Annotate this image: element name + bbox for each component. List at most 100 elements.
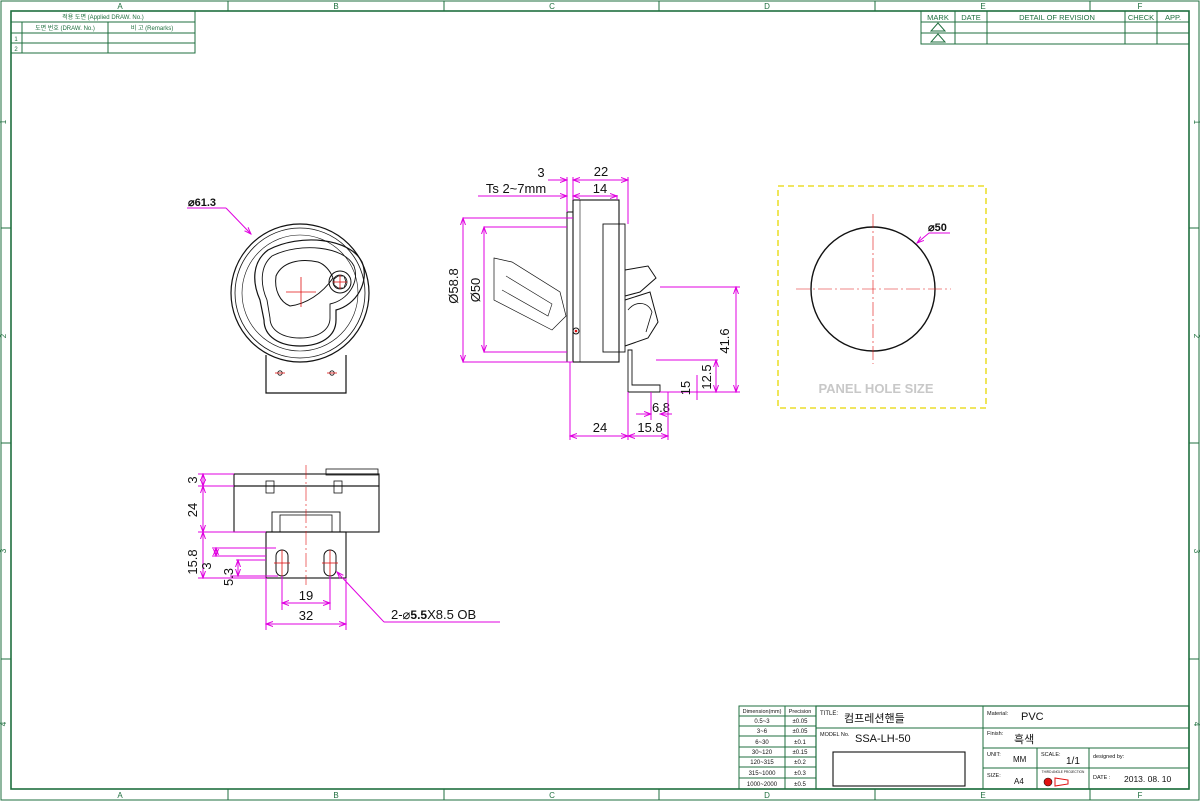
size-value: A4 [1014,777,1024,786]
front-view-diameter: ⌀61.3 [188,197,216,209]
bottom-dim-3: 3 [185,476,200,483]
tolerance-range: 120~315 [750,760,774,766]
side-dim-14: 14 [593,181,607,196]
bottom-dim-32: 32 [299,608,313,623]
designed-label: designed by: [1093,754,1125,760]
bottom-dim-3b: 3 [199,562,214,569]
col-label-bottom: D [764,791,770,800]
applied-table-row-number: 2 [14,47,18,53]
col-label-top: C [549,2,555,11]
projection-label: THIRD ANGLE PROJECTION [1042,770,1085,774]
row-label-right: 4 [1192,722,1200,727]
tolerance-value: ±0.1 [794,740,806,746]
bottom-dim-5-3: 5.3 [221,568,236,586]
revision-col-app: APP. [1165,13,1181,22]
side-dim-6-8: 6.8 [652,400,670,415]
row-label-left: 1 [0,119,8,124]
unit-value: MM [1013,755,1027,764]
title-block: TITLE: 컴프레션핸들 MODEL No. SSA-LH-50 Materi… [815,705,1190,790]
side-dim-24: 24 [593,420,607,435]
side-dim-ts-range: Ts 2~7mm [486,181,546,196]
title-label: TITLE: [820,711,838,717]
tolerance-value: ±0.05 [793,729,809,735]
revision-col-mark: MARK [927,13,949,22]
tolerance-value: ±0.05 [793,719,809,725]
panel-hole-view: ⌀50 PANEL HOLE SIZE [777,185,987,409]
side-dim-3: 3 [537,165,544,180]
unit-label: UNIT: [987,752,1001,758]
col-label-top: D [764,2,770,11]
tolerance-range: 0.5~3 [754,719,770,725]
side-dim-22: 22 [594,164,608,179]
col-label-top: A [117,2,123,11]
applied-table-col-remarks: 비 고 (Remarks) [131,24,173,32]
tolerance-value: ±0.15 [793,750,809,756]
size-label: SIZE: [987,773,1001,779]
col-label-bottom: C [549,791,555,800]
panel-hole-caption: PANEL HOLE SIZE [818,381,933,396]
material-label: Material: [987,711,1009,717]
bottom-hole-note: 2-⌀5.5X8.5 OB [391,607,476,622]
model-label: MODEL No. [820,732,850,738]
side-dim-58-8: Ø58.8 [446,268,461,303]
revision-table: MARK DATE DETAIL OF REVISION CHECK APP. [920,10,1190,45]
row-label-left: 4 [0,721,8,726]
side-dim-12-5: 12.5 [699,364,714,389]
tolerance-value: ±0.2 [794,760,806,766]
side-dim-15: 15 [678,381,693,395]
row-label-left: 3 [0,548,8,553]
revision-col-detail: DETAIL OF REVISION [1019,13,1095,22]
tolerance-range: 315~1000 [749,771,777,777]
side-dim-41-6: 41.6 [717,328,732,353]
bottom-dim-19: 19 [299,588,313,603]
tolerance-header-dimension: Dimension(mm) [743,709,782,715]
col-label-bottom: A [117,791,123,800]
row-label-right: 3 [1192,549,1200,554]
applied-table-col-drawing: 도면 번호 (DRAW. No.) [35,24,95,32]
tolerance-range: 6~30 [755,740,769,746]
applied-drawing-table: 적용 도면 (Applied DRAW. No.) 도면 번호 (DRAW. N… [10,10,196,54]
revision-col-check: CHECK [1128,13,1154,22]
third-angle-projection-icon [1043,777,1069,787]
scale-value: 1/1 [1066,756,1080,767]
bottom-view: 3 24 15.8 3 5.3 19 32 2-⌀5.5X8.5 OB [185,465,500,630]
bottom-dim-24: 24 [185,503,200,517]
title-block-blank-box [832,751,966,787]
model-value: SSA-LH-50 [855,733,911,745]
tolerance-table: Dimension(mm) Precision 0.5~3 ±0.05 3~6 … [738,705,817,790]
panel-hole-diameter: ⌀50 [928,222,947,234]
tolerance-header-precision: Precision [789,709,812,715]
title-value: 컴프레션핸들 [844,712,905,725]
row-label-right: 2 [1192,334,1200,339]
tolerance-range: 1000~2000 [747,782,778,788]
col-label-top: F [1138,2,1143,11]
finish-label: Finish: [987,731,1004,737]
scale-label: SCALE: [1041,752,1061,758]
applied-table-row-number: 1 [14,37,18,43]
tolerance-range: 30~120 [752,750,773,756]
tolerance-value: ±0.5 [794,782,806,788]
row-label-right: 1 [1192,120,1200,125]
revision-triangle-icon [929,33,947,43]
tolerance-value: ±0.3 [794,771,806,777]
bottom-dim-15-8: 15.8 [185,549,200,574]
row-label-left: 2 [0,333,8,338]
revision-triangle-icon [929,22,947,32]
applied-table-title: 적용 도면 (Applied DRAW. No.) [62,13,144,21]
col-label-top: E [980,2,985,11]
tolerance-range: 3~6 [757,729,768,735]
col-label-bottom: E [980,791,985,800]
col-label-bottom: F [1138,791,1143,800]
front-view: ⌀61.3 [187,197,370,394]
side-dim-15-8: 15.8 [637,420,662,435]
side-view: Ø58.8 Ø50 3 22 Ts 2~7mm 14 41.6 12.5 15 … [446,164,740,440]
side-dim-50: Ø50 [468,278,483,303]
date-value: 2013. 08. 10 [1124,774,1172,784]
material-value: PVC [1021,711,1044,723]
finish-value: 흑색 [1014,732,1034,746]
col-label-top: B [333,2,338,11]
col-label-bottom: B [333,791,338,800]
